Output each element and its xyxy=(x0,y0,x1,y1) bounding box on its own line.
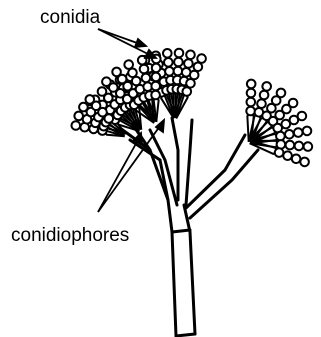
conidium xyxy=(124,60,133,69)
conidium xyxy=(186,79,195,88)
conidium xyxy=(79,103,88,112)
conidia-arrowhead-1 xyxy=(135,39,146,47)
conidium xyxy=(175,49,184,58)
conidiophore-arrow-1 xyxy=(98,140,138,212)
conidium xyxy=(174,58,183,67)
conidium xyxy=(247,89,256,98)
conidium xyxy=(163,49,172,58)
conidium xyxy=(275,148,284,157)
conidium xyxy=(283,151,292,160)
conidia-label: conidia xyxy=(40,8,100,27)
conidium xyxy=(72,121,81,130)
conidium xyxy=(289,99,298,108)
conidium xyxy=(277,140,286,149)
conidium xyxy=(184,59,193,68)
conidium xyxy=(292,155,301,164)
conidium xyxy=(285,130,294,139)
conidium xyxy=(112,68,121,77)
conidium xyxy=(86,95,95,104)
conidium xyxy=(174,67,183,76)
conidium xyxy=(286,141,295,150)
conidium xyxy=(165,67,174,76)
main-stalk-right-edge xyxy=(184,205,195,334)
conidium xyxy=(164,58,173,67)
conidium xyxy=(295,142,304,151)
conidium xyxy=(294,128,303,137)
conidium xyxy=(276,132,285,141)
conidium xyxy=(152,64,161,73)
conidium xyxy=(151,91,160,100)
conidium xyxy=(247,80,256,89)
conidium xyxy=(303,127,312,136)
conidium xyxy=(300,158,309,167)
stalk-base xyxy=(176,334,195,336)
conidium xyxy=(197,54,206,63)
conidium xyxy=(102,77,111,86)
conidium xyxy=(152,73,161,82)
conidium xyxy=(186,51,195,60)
conidium xyxy=(304,142,313,151)
conidium xyxy=(257,99,266,108)
conidium xyxy=(262,82,271,91)
conidium xyxy=(298,112,307,121)
conidium xyxy=(277,89,286,98)
conidium xyxy=(247,98,256,107)
conidia-spores xyxy=(72,49,313,167)
conidium xyxy=(260,91,269,100)
conidium xyxy=(246,107,255,116)
conidium xyxy=(140,65,149,74)
conidiophores-label: conidiophores xyxy=(11,226,129,245)
conidium xyxy=(98,87,107,96)
conidium xyxy=(142,74,151,83)
conidiophore-stalks xyxy=(120,118,258,336)
conidium xyxy=(151,82,160,91)
conidium xyxy=(74,112,83,121)
